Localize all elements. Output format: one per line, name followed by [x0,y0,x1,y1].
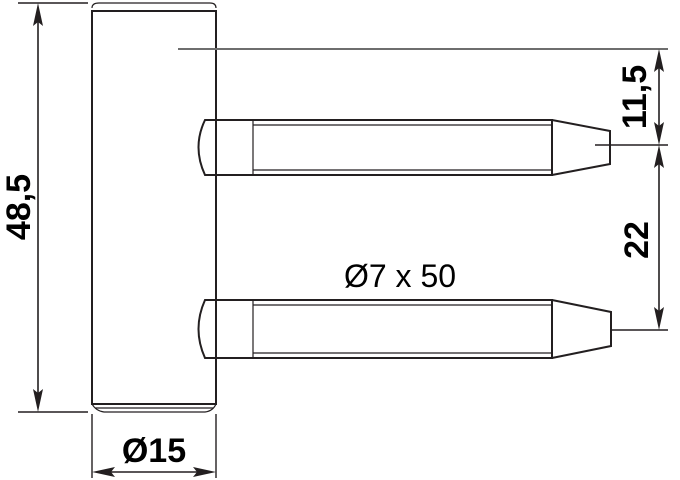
arrow-down-48 [33,389,43,412]
lower-pin-nose [197,299,216,359]
dim-label-22: 22 [618,221,656,259]
upper-pin-barrel [205,119,553,176]
arrow-down-11-5 [654,122,664,145]
upper-pin-nose [197,119,216,176]
arrow-up-11-5 [654,49,664,72]
plate-bottom-cap [91,403,217,413]
dimension-plate-width: Ø15 [91,414,217,478]
lower-pin [197,299,612,359]
plate-top-cap-outer [91,2,217,9]
lower-pin-barrel [205,299,553,359]
dim-label-48-5: 48,5 [0,174,38,240]
annotation-pin-spec: Ø7 x 50 [344,258,456,294]
dimension-pin-spacing: 22 [618,145,664,330]
upper-pin [197,119,611,176]
arrow-right-15 [193,467,216,477]
arrow-up-48 [33,3,43,26]
plate-body [91,10,217,405]
arrow-up-22 [654,145,664,168]
arrow-left-15 [92,467,115,477]
dim-label-11-5: 11,5 [616,65,654,129]
lower-pin-taper [551,299,612,359]
mounting-plate [91,2,217,413]
dim-label-15: Ø15 [122,432,186,470]
arrow-down-22 [654,307,664,330]
upper-pin-taper [551,119,611,176]
dimension-height-overall: 48,5 [0,2,88,413]
reference-lines [178,48,668,331]
dimension-top-pin-offset: 11,5 [616,49,664,145]
